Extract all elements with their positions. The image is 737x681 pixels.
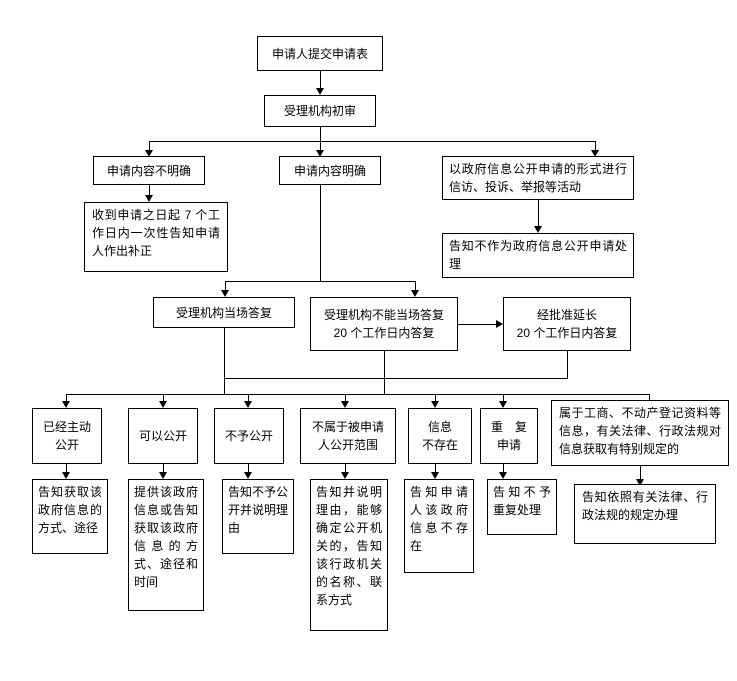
node-content-clear: 申请内容明确 xyxy=(279,156,381,185)
connector-n2-stem xyxy=(320,127,321,142)
arrowhead-r6-o6 xyxy=(499,472,507,479)
node-notify-access-method: 告知获取该政府信息的方式、途径 xyxy=(32,479,108,554)
arrowhead-n2-n4 xyxy=(316,150,324,157)
node-extended-20-days: 经批准延长 20 个工作日内答复 xyxy=(503,297,631,351)
node-provide-info-or-method: 提供该政府信息或告知获取该政府信息的方式、途径和时间 xyxy=(128,479,204,611)
arrowhead-r3-o3 xyxy=(244,472,252,479)
arrowhead-bus-r1 xyxy=(62,401,70,408)
connector-n4-n9 xyxy=(415,281,416,293)
connector-n3-n6 xyxy=(149,185,150,199)
node-immediate-reply: 受理机构当场答复 xyxy=(153,297,295,328)
node-can-disclose: 可以公开 xyxy=(128,408,198,464)
arrowhead-n5-n7 xyxy=(534,226,542,233)
connector-r2-o2 xyxy=(163,464,164,477)
arrowhead-r5-o5 xyxy=(431,472,439,479)
arrowhead-n9-n10 xyxy=(496,320,503,328)
connector-bus-r6 xyxy=(503,394,504,405)
node-outside-scope: 不属于被申请 人公开范围 xyxy=(300,408,396,464)
connector-n9-bus xyxy=(384,351,385,394)
node-already-disclosed: 已经主动 公开 xyxy=(32,408,102,464)
connector-n2-n3 xyxy=(149,141,150,153)
connector-bus-r2 xyxy=(163,394,164,405)
connector-n5-n7 xyxy=(538,200,539,230)
distribution-bus xyxy=(66,394,650,395)
node-duplicate-request: 重 复 申请 xyxy=(480,408,538,464)
connector-n8-bus xyxy=(224,328,225,379)
node-content-unclear: 申请内容不明确 xyxy=(93,156,205,185)
node-not-disclose: 不予公开 xyxy=(214,408,284,464)
node-info-not-exist: 信息 不存在 xyxy=(408,408,472,464)
node-not-treated-as-disclosure: 告知不作为政府信息公开申请处理 xyxy=(442,233,634,278)
connector-r6-o6 xyxy=(503,464,504,477)
node-handle-per-regulation: 告知依照有关法律、行政法规的规定办理 xyxy=(574,484,716,544)
connector-n2-n4 xyxy=(320,141,321,153)
connector-r4-o4 xyxy=(345,464,346,477)
arrowhead-n4-n8 xyxy=(221,290,229,297)
connector-bus-r1 xyxy=(66,394,67,405)
connector-r7-o7 xyxy=(640,466,641,484)
connector-bus-r3 xyxy=(248,394,249,405)
node-notify-correction: 收到申请之日起 7 个工作日内一次性告知申请人作出补正 xyxy=(84,202,228,272)
connector-n10-bus-h xyxy=(224,378,568,379)
connector-n9-n10 xyxy=(458,324,496,325)
arrowhead-r7-o7 xyxy=(636,479,644,486)
arrowhead-bus-r4 xyxy=(341,401,349,408)
connector-n4-bus xyxy=(225,281,415,282)
arrowhead-n4-n9 xyxy=(411,290,419,297)
arrowhead-r4-o4 xyxy=(341,472,349,479)
arrowhead-r1-o1 xyxy=(62,472,70,479)
node-notify-reason-and-agency: 告知并说明理由，能够确定公开机关的，告知该行政机关的名称、联系方式 xyxy=(310,479,388,631)
connector-r3-o3 xyxy=(248,464,249,477)
arrowhead-bus-r5 xyxy=(431,401,439,408)
arrowhead-r2-o2 xyxy=(159,472,167,479)
connector-n2-bus xyxy=(149,141,595,142)
connector-n1-n2 xyxy=(320,71,321,92)
connector-n10-bus xyxy=(567,351,568,378)
arrowhead-n3-n6 xyxy=(145,195,153,202)
node-initial-review: 受理机构初审 xyxy=(264,95,376,127)
arrowhead-n2-n3 xyxy=(145,150,153,157)
connector-r1-o1 xyxy=(66,464,67,477)
connector-r5-o5 xyxy=(435,464,436,477)
node-notify-info-not-exist: 告知申请人该政府信息不存在 xyxy=(404,479,474,573)
node-submit-application: 申请人提交申请表 xyxy=(257,36,383,71)
connector-n4-stem xyxy=(320,185,321,281)
connector-bus-r4 xyxy=(345,394,346,405)
node-special-regulation: 属于工商、不动产登记资料等信息，有关法律、行政法规对信息获取有特别规定的 xyxy=(551,400,729,466)
arrowhead-bus-r3 xyxy=(244,401,252,408)
arrowhead-bus-r6 xyxy=(499,401,507,408)
arrowhead-n2-n5 xyxy=(591,150,599,157)
connector-n4-n8 xyxy=(225,281,226,293)
node-visit-complaint-report: 以政府信息公开申请的形式进行信访、投诉、举报等活动 xyxy=(442,156,634,200)
node-notify-nondisclosure-reason: 告知不予公开并说明理由 xyxy=(222,479,294,554)
connector-bus-r7 xyxy=(649,394,650,405)
connector-n2-n5 xyxy=(595,141,596,153)
arrowhead-bus-r2 xyxy=(159,401,167,408)
node-reply-within-20-days: 受理机构不能当场答复 20 个工作日内答复 xyxy=(310,297,458,351)
connector-bus-stem xyxy=(224,378,225,394)
arrowhead-n1-n2 xyxy=(316,88,324,95)
node-notify-no-repeat: 告知不予重复处理 xyxy=(487,479,557,535)
connector-bus-r5 xyxy=(435,394,436,405)
